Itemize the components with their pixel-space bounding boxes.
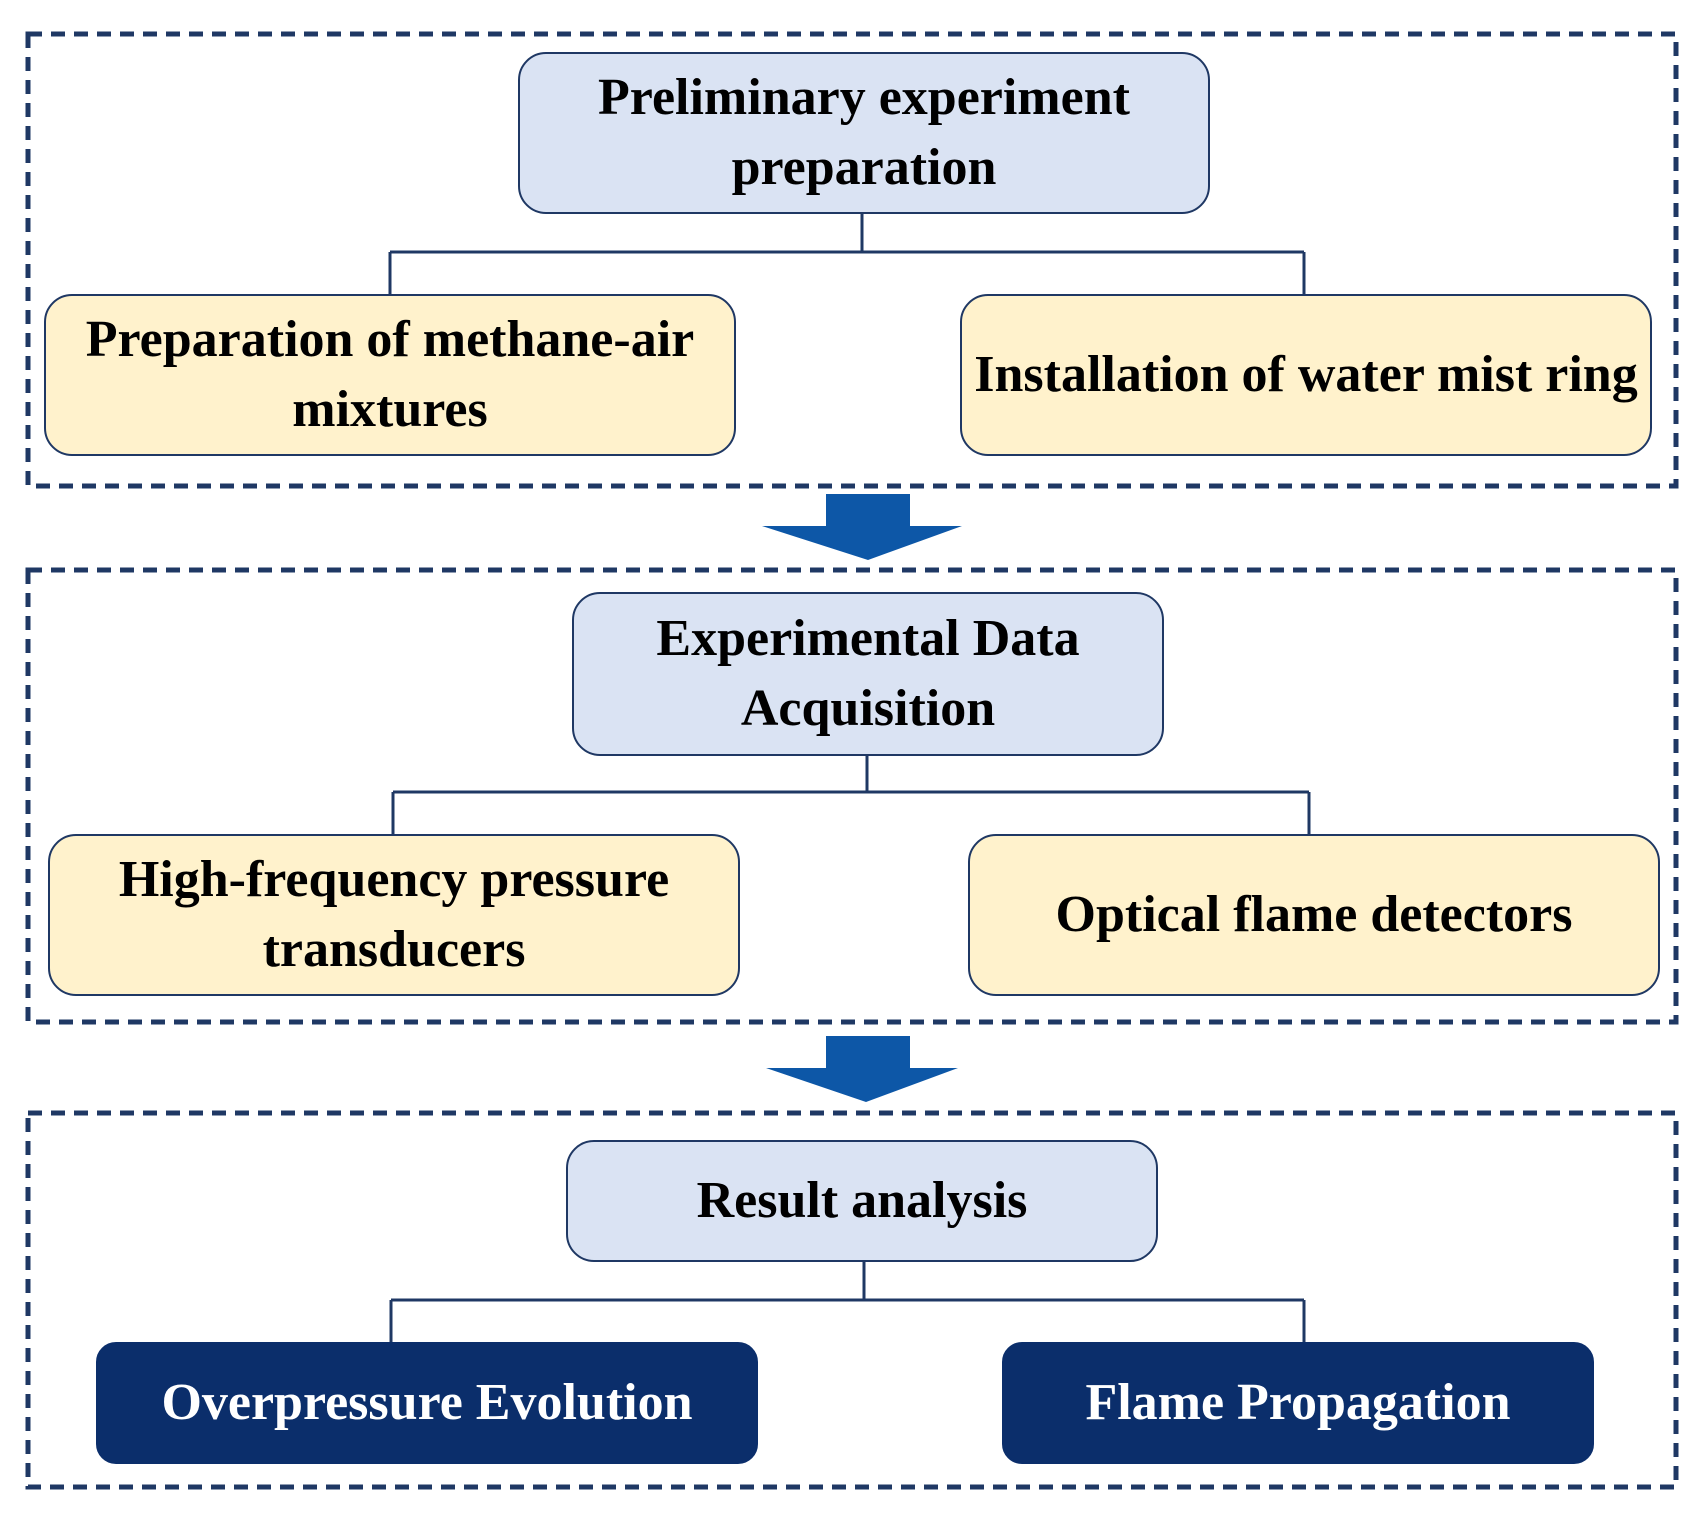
stage-1-left-box: Preparation of methane-air mixtures [44, 294, 736, 456]
stage-2-connector [391, 756, 1311, 834]
stage-3-right-label: Flame Propagation [1085, 1374, 1511, 1431]
flow-arrow-1 [762, 494, 962, 560]
stage-1-left-label: Preparation of methane-air mixtures [85, 311, 695, 438]
stage-2-frame [25, 567, 1679, 1025]
stage-1-right-label: Installation of water mist ring [974, 346, 1638, 403]
stage-2-left-box: High-frequency pressure transducers [48, 834, 740, 996]
stage-2-right-box: Optical flame detectors [968, 834, 1660, 996]
stage-3-left-label: Overpressure Evolution [161, 1374, 693, 1431]
stage-3-left-box: Overpressure Evolution [96, 1342, 758, 1464]
stage-3-right-box: Flame Propagation [1002, 1342, 1594, 1464]
stage-2-right-label: Optical flame detectors [1055, 886, 1573, 943]
stage-2-title-box: Experimental Data Acquisition [572, 592, 1164, 756]
flow-arrow-2 [766, 1036, 958, 1102]
stage-1-title-box: Preliminary experiment preparation [518, 52, 1210, 214]
stage-1-connector [388, 214, 1306, 294]
stage-1-frame [25, 31, 1679, 489]
stage-2-left-label: High-frequency pressure transducers [118, 851, 670, 978]
stage-3-connector [389, 1262, 1306, 1342]
stage-1-title: Preliminary experiment preparation [598, 69, 1130, 196]
stage-1-right-box: Installation of water mist ring [960, 294, 1652, 456]
stage-2-title: Experimental Data Acquisition [656, 610, 1080, 737]
stage-3-title: Result analysis [696, 1172, 1028, 1229]
stage-3-title-box: Result analysis [566, 1140, 1158, 1262]
